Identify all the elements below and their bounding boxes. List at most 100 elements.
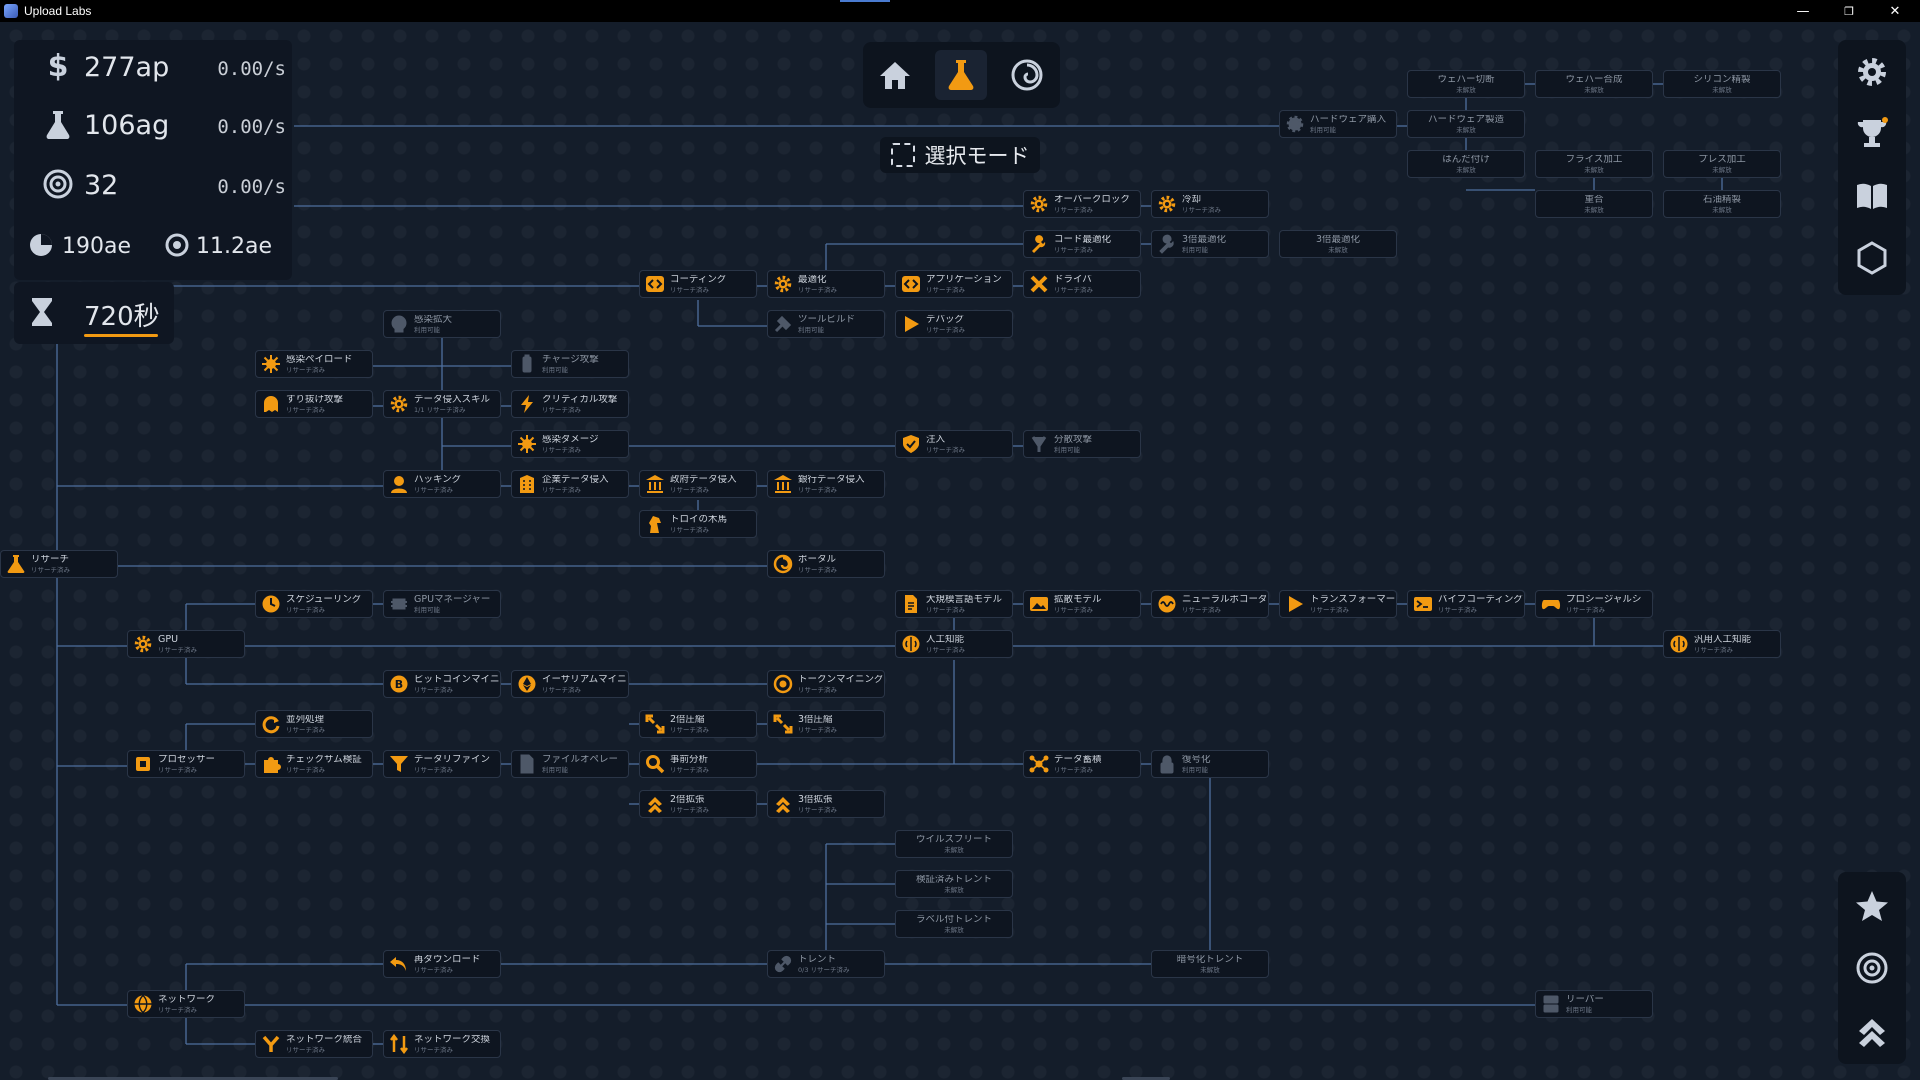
research-node[interactable]: トークンマイニングリサーチ済み [767,670,885,698]
research-node[interactable]: ツールビルド利用可能 [767,310,885,338]
research-node[interactable]: 最適化リサーチ済み [767,270,885,298]
research-node[interactable]: ウェハー切断未解放 [1407,70,1525,98]
research-node-text: トロイの木馬リサーチ済み [670,515,756,533]
research-node[interactable]: 銀行データ侵入リサーチ済み [767,470,885,498]
research-node[interactable]: 3倍最適化未解放 [1279,230,1397,258]
research-node[interactable]: ポータルリサーチ済み [767,550,885,578]
research-node[interactable]: ハードウェア購入利用可能 [1279,110,1397,138]
research-node[interactable]: オーバークロックリサーチ済み [1023,190,1141,218]
research-node[interactable]: 大規模言語モデルリサーチ済み [895,590,1013,618]
research-node[interactable]: 3倍拡張リサーチ済み [767,790,885,818]
selection-mode-button[interactable]: 選択モード [880,137,1040,173]
research-node[interactable]: 企業データ侵入リサーチ済み [511,470,629,498]
close-button[interactable]: ✕ [1889,3,1901,19]
research-node[interactable]: 並列処理リサーチ済み [255,710,373,738]
research-node-name: すり抜け攻撃 [286,395,344,405]
research-node[interactable]: チェックサム検証リサーチ済み [255,750,373,778]
research-tab-button[interactable] [935,50,987,100]
settings-button[interactable] [1848,48,1896,96]
research-node[interactable]: ネットワークリサーチ済み [127,990,245,1018]
research-node[interactable]: プロシージャルシリサーチ済み [1535,590,1653,618]
research-node[interactable]: 石油精製未解放 [1663,190,1781,218]
research-node[interactable]: ウェハー合成未解放 [1535,70,1653,98]
research-node[interactable]: 拡散モデルリサーチ済み [1023,590,1141,618]
research-node[interactable]: トロイの木馬リサーチ済み [639,510,757,538]
research-node[interactable]: ファイルオペレー利用可能 [511,750,629,778]
research-node[interactable]: 検証済みトレント未解放 [895,870,1013,898]
research-node[interactable]: デバッグリサーチ済み [895,310,1013,338]
research-node[interactable]: 分散攻撃利用可能 [1023,430,1141,458]
research-node[interactable]: アプリケーションリサーチ済み [895,270,1013,298]
research-node[interactable]: はんだ付け未解放 [1407,150,1525,178]
research-node[interactable]: ネットワーク統合リサーチ済み [255,1030,373,1058]
research-node-name: トレント [798,955,837,965]
research-node[interactable]: 感染拡大利用可能 [383,310,501,338]
research-node[interactable]: 2倍拡張リサーチ済み [639,790,757,818]
research-node[interactable]: 人工知能リサーチ済み [895,630,1013,658]
research-node[interactable]: コーディングリサーチ済み [639,270,757,298]
minimize-button[interactable]: — [1796,3,1810,19]
research-node[interactable]: データリファインリサーチ済み [383,750,501,778]
research-node[interactable]: ウイルスフリート未解放 [895,830,1013,858]
research-node[interactable]: チャージ攻撃利用可能 [511,350,629,378]
research-node-name: トロイの木馬 [670,515,728,525]
research-node[interactable]: リーパー利用可能 [1535,990,1653,1018]
trophy-icon [1857,117,1888,147]
favorites-button[interactable] [1848,882,1896,930]
target-rate: 0.00/s [217,176,286,198]
restore-button[interactable]: ❐ [1844,4,1854,18]
research-node-text: すり抜け攻撃リサーチ済み [286,395,372,413]
research-node[interactable]: 暗号化トレント未解放 [1151,950,1269,978]
research-node[interactable]: すり抜け攻撃リサーチ済み [255,390,373,418]
research-node[interactable]: 冷却リサーチ済み [1151,190,1269,218]
research-node[interactable]: バイブコーディングリサーチ済み [1407,590,1525,618]
hexagon-button[interactable] [1848,234,1896,282]
research-node[interactable]: リサーチリサーチ済み [0,550,118,578]
research-node[interactable]: 復号化利用可能 [1151,750,1269,778]
research-node[interactable]: シリコン精製未解放 [1663,70,1781,98]
research-node[interactable]: ハードウェア製造未解放 [1407,110,1525,138]
research-node[interactable]: ラベル付トレント未解放 [895,910,1013,938]
research-node[interactable]: 注入リサーチ済み [895,430,1013,458]
codex-button[interactable] [1848,172,1896,220]
research-node[interactable]: 汎用人工知能リサーチ済み [1663,630,1781,658]
research-node[interactable]: 感染ペイロードリサーチ済み [255,350,373,378]
research-node[interactable]: ニューラルボコーダリサーチ済み [1151,590,1269,618]
research-node[interactable]: トランスフォーマーリサーチ済み [1279,590,1397,618]
scroll-top-button[interactable] [1848,1006,1896,1054]
research-node[interactable]: イーサリアムマイニリサーチ済み [511,670,629,698]
research-node[interactable]: スケジューリングリサーチ済み [255,590,373,618]
research-node[interactable]: 3倍圧縮リサーチ済み [767,710,885,738]
research-node[interactable]: ドライバリサーチ済み [1023,270,1141,298]
horizontal-scrollbar-marker[interactable] [1122,1077,1170,1080]
research-node[interactable]: フライス加工未解放 [1535,150,1653,178]
research-node-text: リサーチリサーチ済み [31,555,117,573]
research-node[interactable]: 3倍最適化利用可能 [1151,230,1269,258]
research-node-text: ウェハー切断未解放 [1437,75,1494,93]
research-node-status: 利用可能 [542,365,568,373]
research-node[interactable]: GPUマネージャー利用可能 [383,590,501,618]
research-node-text: 暗号化トレント未解放 [1177,955,1244,973]
research-node[interactable]: 2倍圧縮リサーチ済み [639,710,757,738]
research-node[interactable]: ハッキングリサーチ済み [383,470,501,498]
research-node[interactable]: プロセッサーリサーチ済み [127,750,245,778]
research-node[interactable]: 事前分析リサーチ済み [639,750,757,778]
research-node[interactable]: 再ダウンロードリサーチ済み [383,950,501,978]
achievements-button[interactable] [1848,110,1896,158]
research-node[interactable]: コード最適化リサーチ済み [1023,230,1141,258]
research-node[interactable]: 感染ダメージリサーチ済み [511,430,629,458]
research-node[interactable]: プレス加工未解放 [1663,150,1781,178]
research-node[interactable]: ネットワーク交換リサーチ済み [383,1030,501,1058]
horizontal-scrollbar[interactable] [48,1077,338,1080]
home-button[interactable] [869,50,921,100]
research-node[interactable]: 政府データ侵入リサーチ済み [639,470,757,498]
focus-button[interactable] [1848,944,1896,992]
research-node[interactable]: クリティカル攻撃リサーチ済み [511,390,629,418]
portal-button[interactable] [1001,50,1053,100]
research-node[interactable]: データ蓄積リサーチ済み [1023,750,1141,778]
research-node[interactable]: 重合未解放 [1535,190,1653,218]
